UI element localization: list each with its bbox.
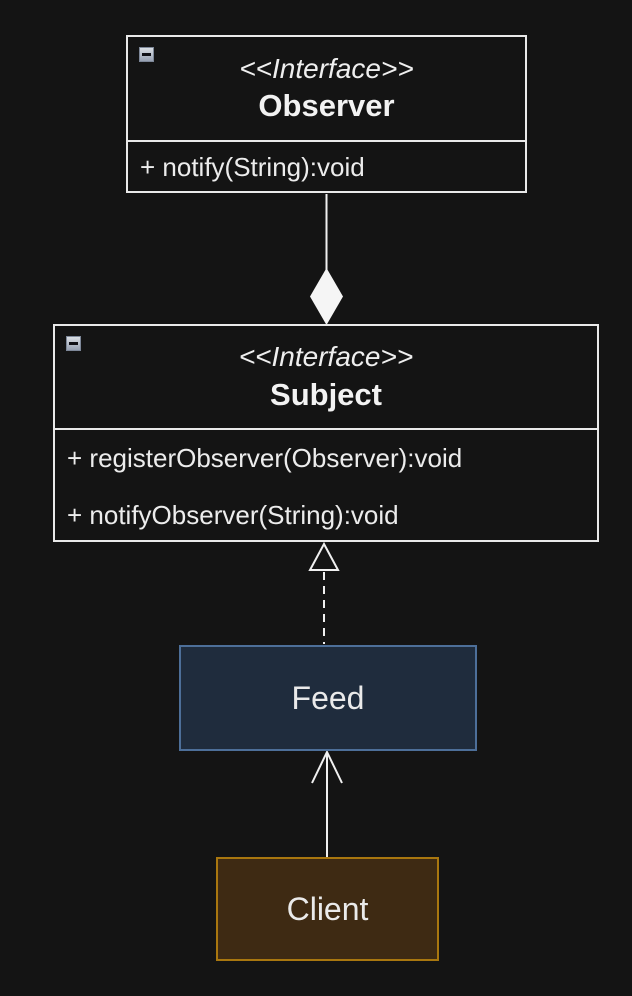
association-connector[interactable]: [311, 749, 343, 857]
minus-icon: [142, 53, 151, 56]
collapse-icon[interactable]: [66, 336, 81, 351]
class-box-observer[interactable]: <<Interface>> Observer + notify(String):…: [126, 35, 527, 193]
subject-name: Subject: [270, 376, 382, 412]
subject-method: + registerObserver(Observer):void: [67, 443, 463, 473]
realization-triangle-marker[interactable]: [308, 541, 340, 571]
minus-icon: [69, 342, 78, 345]
aggregation-connector[interactable]: [310, 194, 343, 325]
node-client[interactable]: Client: [216, 857, 439, 961]
subject-stereotype: <<Interface>>: [238, 341, 414, 373]
subject-method: + notifyObserver(String):void: [67, 500, 399, 530]
class-box-subject[interactable]: <<Interface>> Subject + registerObserver…: [53, 324, 599, 542]
collapse-icon[interactable]: [139, 47, 154, 62]
node-feed[interactable]: Feed: [179, 645, 477, 751]
feed-label: Feed: [291, 679, 365, 716]
observer-methods-section: + notify(String):void: [128, 140, 525, 193]
association-open-arrow-marker[interactable]: [311, 749, 343, 784]
subject-methods-section: + registerObserver(Observer):void + noti…: [55, 428, 597, 544]
observer-name: Observer: [258, 88, 395, 124]
observer-method: + notify(String):void: [140, 152, 365, 182]
observer-stereotype: <<Interface>>: [239, 52, 414, 84]
subject-header: <<Interface>> Subject: [55, 326, 597, 428]
realization-connector[interactable]: [308, 541, 340, 644]
client-label: Client: [286, 890, 369, 927]
aggregation-diamond-marker[interactable]: [310, 268, 343, 325]
observer-header: <<Interface>> Observer: [128, 37, 525, 140]
